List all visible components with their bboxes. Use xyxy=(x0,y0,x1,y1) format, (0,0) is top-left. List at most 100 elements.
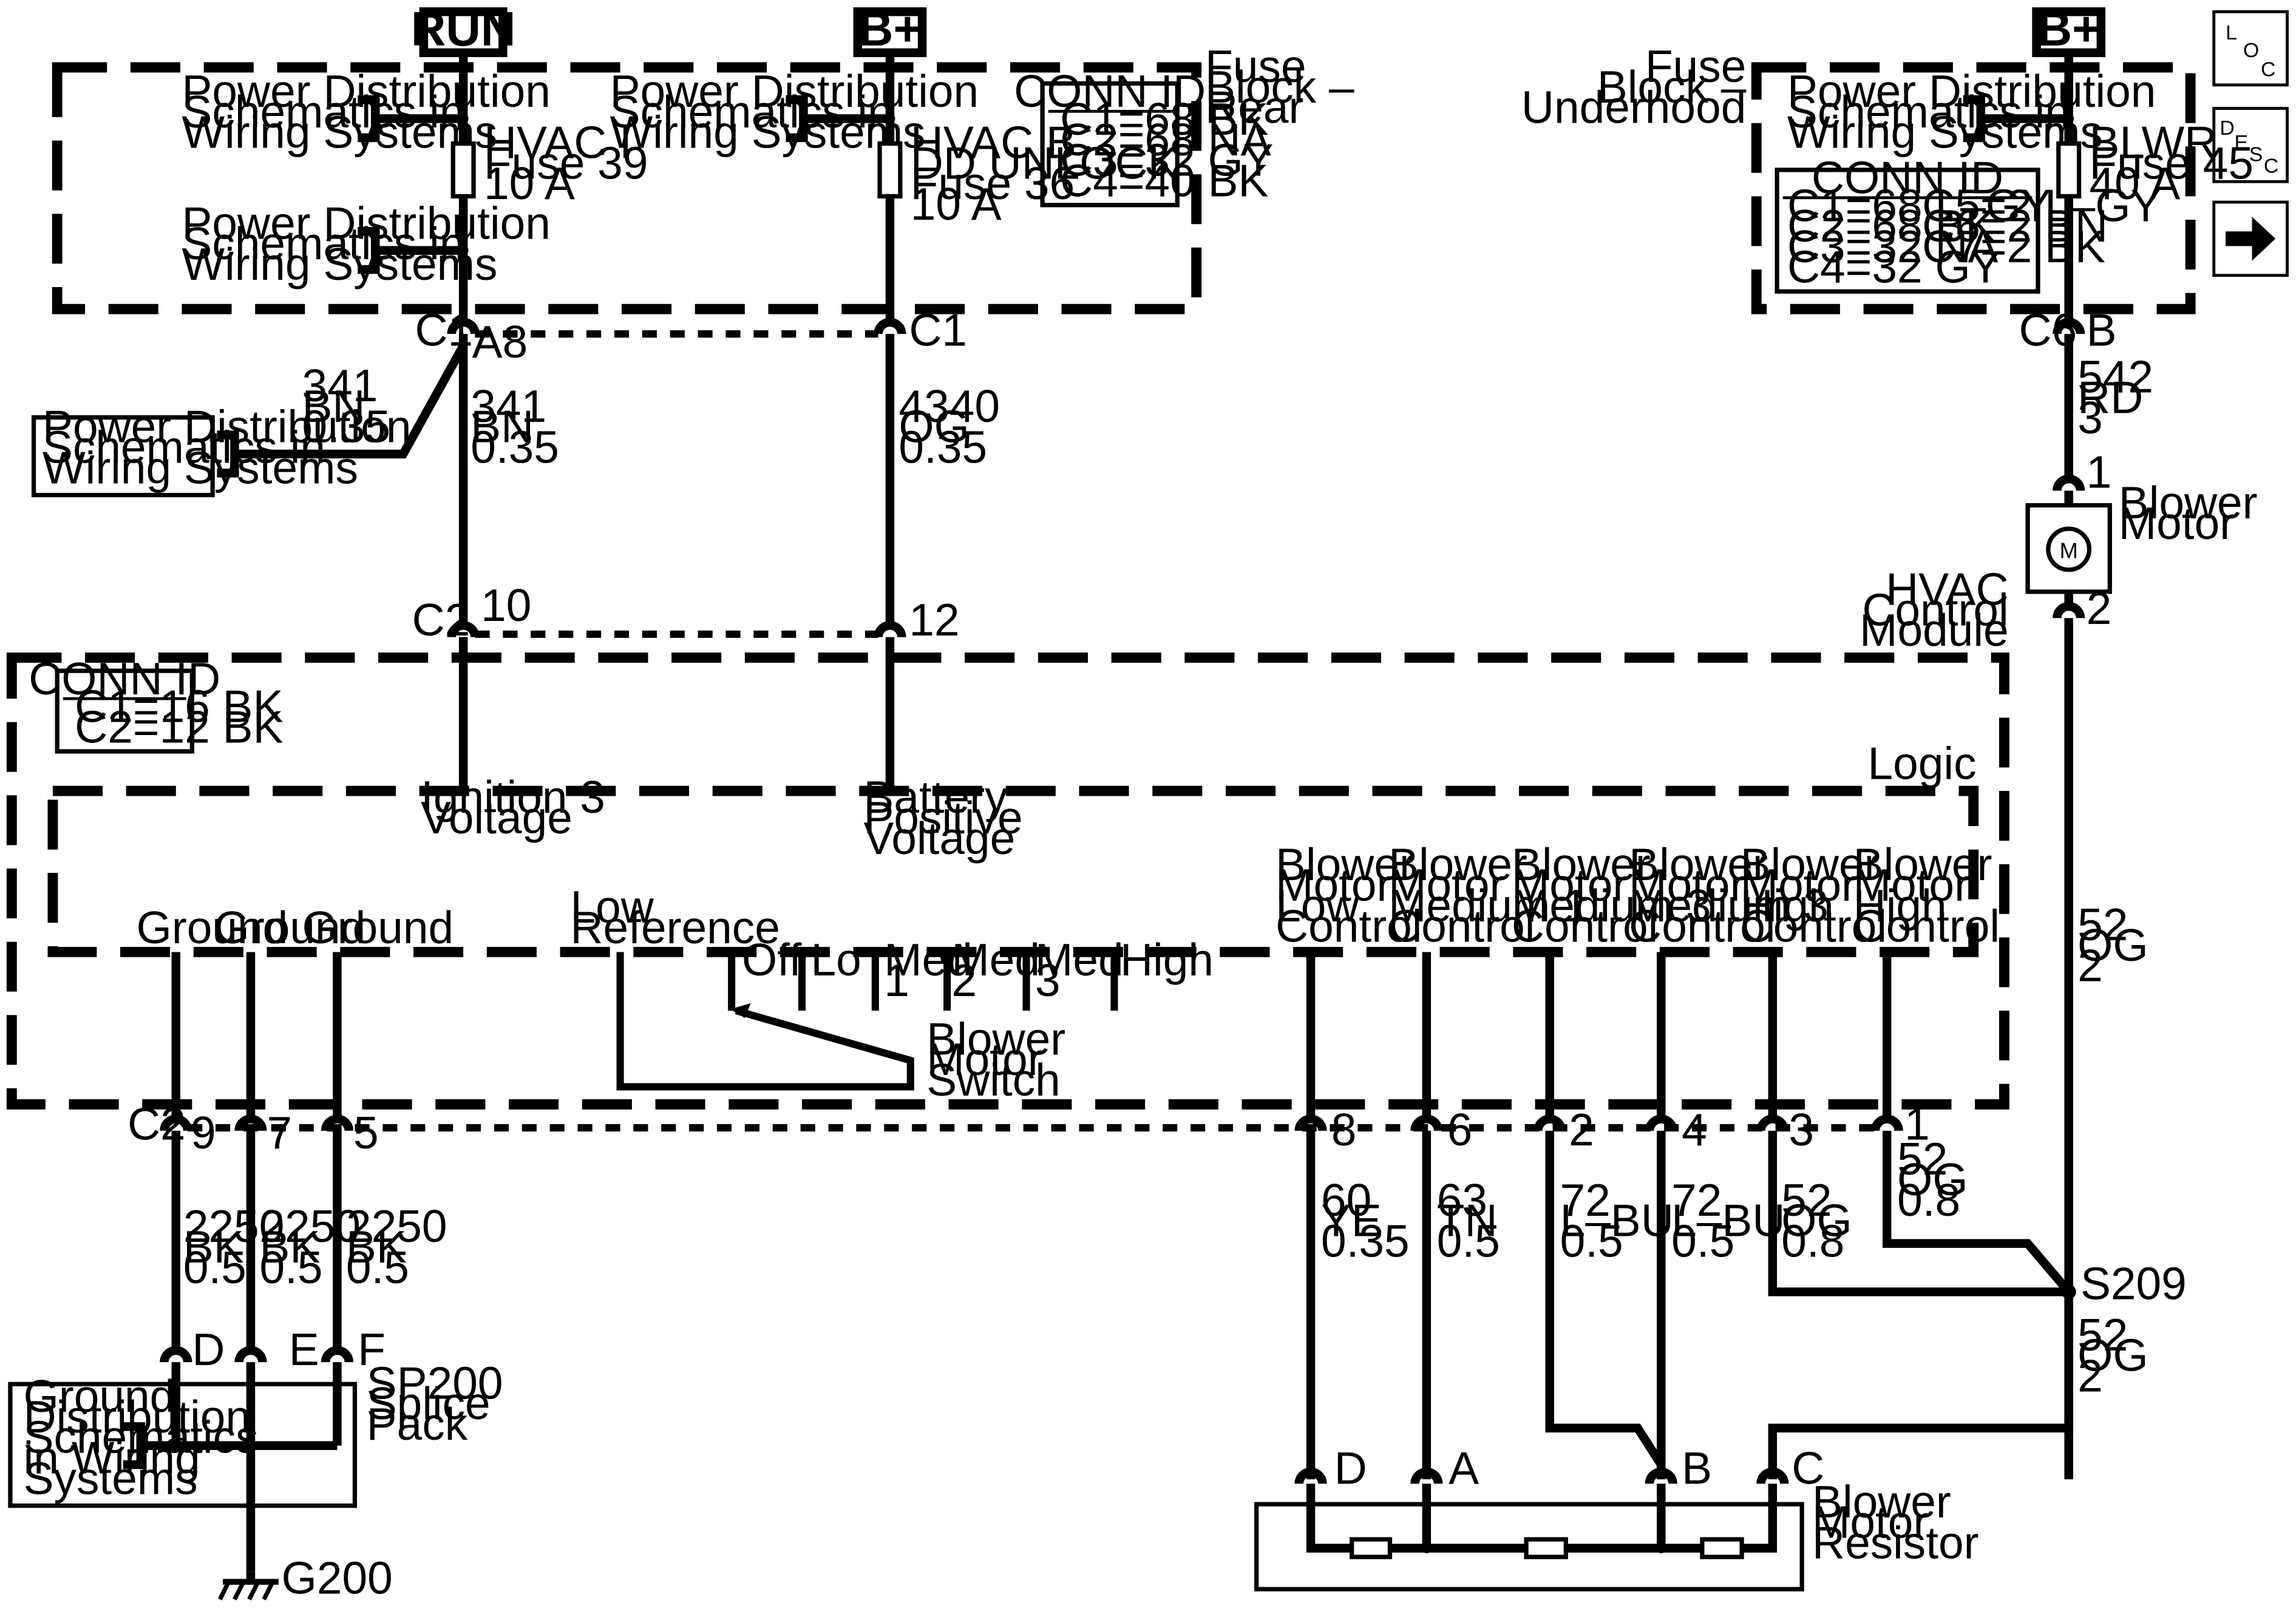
connector-c2-3 xyxy=(1761,1119,1784,1131)
power-distribution-ref-3: Power Distribution Schematics in Wiring … xyxy=(610,66,979,158)
svg-text:Power Distribution: Power Distribution xyxy=(182,66,550,117)
svg-text:C1=68 BK: C1=68 BK xyxy=(1060,93,1268,144)
svg-text:10 A: 10 A xyxy=(911,178,1002,229)
svg-text:Control: Control xyxy=(1853,901,2000,952)
svg-text:Blower: Blower xyxy=(1853,839,1992,890)
svg-text:C4=32 GY: C4=32 GY xyxy=(1787,242,2001,293)
location-button[interactable]: L O C xyxy=(2212,10,2289,87)
fuse-block-rear-label: Fuse Block – Rear xyxy=(1205,41,1354,133)
pin-4-label: 4 xyxy=(1682,1104,1707,1155)
svg-text:OG: OG xyxy=(1897,1154,1968,1205)
ground-g200-icon xyxy=(218,1571,279,1601)
svg-text:B+: B+ xyxy=(2037,2,2101,56)
switch-pos-med2-num: 2 xyxy=(951,955,977,1006)
svg-text:Fuse: Fuse xyxy=(1205,41,1306,92)
svg-text:S: S xyxy=(2249,143,2263,166)
conn-id-table-rear: CONN ID C1=68 BK C2=68 NA C3=32 GY C4=40… xyxy=(1014,66,1274,208)
svg-text:YE: YE xyxy=(1321,1195,1382,1246)
blower-motor-switch-label: Blower Motor Switch xyxy=(926,1013,1065,1105)
resistor-pin-d-label: D xyxy=(1334,1442,1367,1493)
svg-text:C1=68 L–GY: C1=68 L–GY xyxy=(1787,180,2051,231)
svg-text:0.5: 0.5 xyxy=(1437,1215,1500,1266)
svg-text:Fuse 45: Fuse 45 xyxy=(2089,137,2254,188)
resistor-pin-b-label: B xyxy=(1682,1442,1712,1493)
fuse-hvac-i xyxy=(450,141,476,198)
svg-text:Splice: Splice xyxy=(367,1378,491,1429)
wire-52-08-label-a: 52 OG 0.8 xyxy=(1781,1175,1852,1267)
pin-5-label: 5 xyxy=(353,1107,379,1158)
svg-text:Control: Control xyxy=(1741,901,1887,952)
svg-text:C3=32 GY: C3=32 GY xyxy=(1060,135,1274,186)
svg-text:Motor: Motor xyxy=(2119,498,2235,549)
blower-motor-resistor xyxy=(1254,1483,1804,1592)
power-distribution-ref-2: Power Distribution Schematics in Wiring … xyxy=(182,197,550,290)
pin-6-label: 6 xyxy=(1447,1104,1473,1155)
svg-text:Schematics in: Schematics in xyxy=(42,422,325,473)
a8-label: A8 xyxy=(472,316,528,367)
svg-text:Motor: Motor xyxy=(926,1034,1042,1085)
svg-text:Switch: Switch xyxy=(926,1054,1060,1105)
resistor-element-1 xyxy=(1350,1537,1393,1559)
run-power-tag: RUN xyxy=(411,2,515,58)
switch-pos-off: Off xyxy=(742,934,802,985)
svg-text:Motor: Motor xyxy=(1853,859,1969,910)
connector-c2-1 xyxy=(1875,1119,1899,1131)
blower-motor-pin-1 xyxy=(2057,479,2080,490)
svg-text:C7=2 BK: C7=2 BK xyxy=(1922,221,2105,272)
fuse-hvac-b-label: HVAC B DD UNLOCK Fuse 36 10 A xyxy=(911,117,1178,229)
svg-text:Medium 1: Medium 1 xyxy=(1388,880,1588,931)
svg-text:C: C xyxy=(2264,155,2278,178)
splice-pin-d-label: D xyxy=(192,1324,225,1375)
svg-text:2: 2 xyxy=(2077,940,2103,991)
blower-motor-switch xyxy=(728,952,1118,1011)
svg-text:BK: BK xyxy=(346,1221,407,1272)
svg-text:Power Distribution: Power Distribution xyxy=(42,401,411,452)
switch-pos-lo: Lo xyxy=(811,934,861,985)
svg-text:OG: OG xyxy=(2077,1330,2148,1381)
svg-text:Control: Control xyxy=(1862,584,2008,635)
svg-text:0.5: 0.5 xyxy=(346,1242,409,1293)
svg-text:C3=32 NA: C3=32 NA xyxy=(1787,221,1999,272)
pin-1-c2-label: 1 xyxy=(1904,1098,1930,1149)
svg-text:542: 542 xyxy=(2077,351,2153,402)
svg-text:72: 72 xyxy=(1560,1175,1611,1225)
svg-text:Voltage: Voltage xyxy=(421,792,572,843)
control-label-medium3-b: Blower Motor Medium 3 Control xyxy=(1629,839,1829,951)
next-button[interactable] xyxy=(2212,200,2289,277)
svg-text:Schematics: Schematics xyxy=(24,1412,259,1463)
svg-text:O: O xyxy=(2243,39,2259,62)
wire-4340-label: 4340 OG 0.35 xyxy=(898,381,1000,473)
svg-text:C6=2 BN: C6=2 BN xyxy=(1922,200,2108,251)
conn-id-table-underhood: CONN ID C1=68 L–GY C2=68 BK C3=32 NA C4=… xyxy=(1775,152,2161,294)
svg-text:4340: 4340 xyxy=(898,381,1000,432)
svg-text:Power Distribution: Power Distribution xyxy=(610,66,979,117)
resistor-element-3 xyxy=(1700,1537,1744,1559)
pin-8-label: 8 xyxy=(1331,1104,1357,1155)
svg-text:0.35: 0.35 xyxy=(470,422,559,473)
fuse-blwr-label: BLWR Fuse 45 40 A xyxy=(2089,117,2254,209)
c2-label-top: C2 xyxy=(412,594,470,645)
low-reference-label: Low Reference xyxy=(570,881,779,953)
svg-text:72: 72 xyxy=(1671,1175,1722,1225)
pin-9-label: 9 xyxy=(191,1107,216,1158)
svg-text:40 A: 40 A xyxy=(2089,158,2180,209)
svg-text:Wiring Systems: Wiring Systems xyxy=(42,442,358,493)
svg-text:BN: BN xyxy=(302,381,365,432)
c1-label-2: C1 xyxy=(909,305,967,356)
switch-pos-med3-num: 3 xyxy=(1035,955,1061,1006)
ground-label-2: Ground xyxy=(214,902,366,953)
svg-text:BN: BN xyxy=(470,401,534,452)
resistor-pin-c-label: C xyxy=(1792,1442,1824,1493)
description-button[interactable]: D E S C xyxy=(2212,107,2289,183)
svg-text:Blower: Blower xyxy=(1275,839,1415,890)
svg-text:Schematics in: Schematics in xyxy=(1787,86,2070,137)
svg-text:D: D xyxy=(2220,117,2234,140)
wire-2250-label-2: 2250 BK 0.5 xyxy=(259,1201,361,1293)
splice-pin-f xyxy=(325,1351,349,1362)
svg-text:Low: Low xyxy=(1275,880,1359,931)
pin-3-label: 3 xyxy=(1788,1104,1814,1155)
logic-label: Logic xyxy=(1868,738,1977,789)
splice-pin-e-label: E xyxy=(289,1324,319,1375)
svg-text:BLWR: BLWR xyxy=(2089,117,2217,168)
